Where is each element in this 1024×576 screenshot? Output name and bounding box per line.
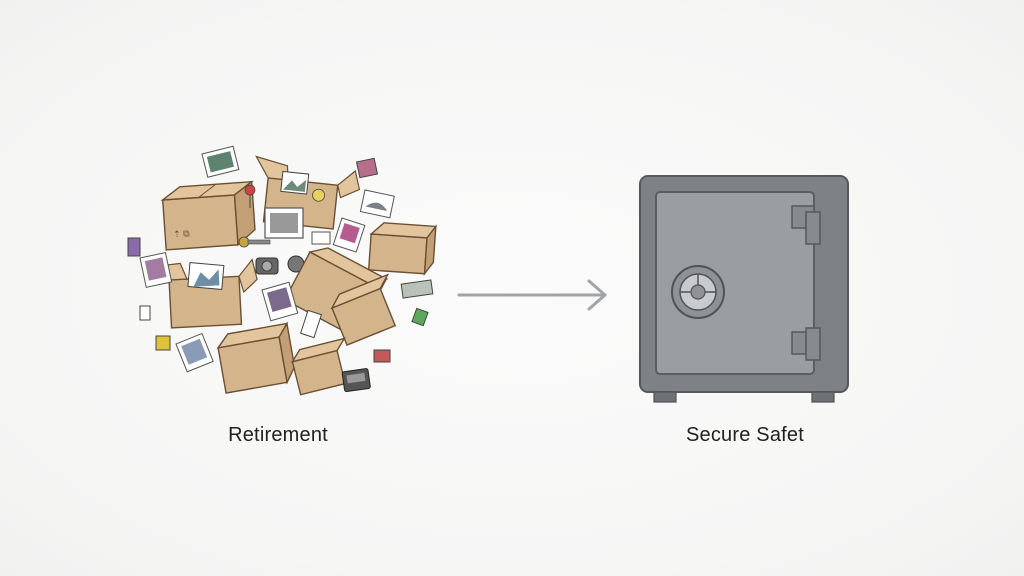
cardboard-box [290, 337, 347, 396]
photo-card [359, 189, 395, 219]
safe-foot [811, 391, 835, 403]
cardboard-box: ⇡ ⧉ [160, 180, 256, 251]
camera-icon [255, 257, 279, 275]
small-card [155, 335, 171, 351]
small-card [355, 157, 379, 179]
cardboard-box [367, 222, 438, 277]
phone-icon [300, 309, 322, 339]
small-card [139, 305, 151, 321]
safe-hinge [791, 327, 821, 361]
safe-foot [653, 391, 677, 403]
source-label: Retirement [228, 424, 328, 446]
svg-text:⇡ ⧉: ⇡ ⧉ [173, 228, 191, 239]
safe-hinge [791, 205, 821, 245]
dial-icon [671, 265, 725, 319]
right-arrow-icon [457, 279, 607, 311]
radio-icon [341, 368, 371, 393]
photo-card [332, 217, 366, 253]
target-label: Secure Safet [685, 424, 805, 446]
small-card [411, 307, 429, 327]
safe-icon [639, 175, 849, 403]
cardboard-box [330, 273, 397, 346]
keys-icon [238, 236, 271, 248]
photo-card [139, 252, 173, 288]
open-cardboard-box [150, 258, 258, 329]
photo-card [175, 332, 214, 373]
pin-icon [244, 184, 256, 196]
photo-card [201, 145, 240, 178]
safe-door [655, 191, 815, 375]
small-card [311, 231, 331, 245]
phone-icon [127, 237, 141, 257]
cardboard-box [216, 321, 296, 394]
small-card [373, 349, 391, 363]
photo-card [261, 281, 299, 322]
pile-of-boxes-and-belongings-icon: ⇡ ⧉ [127, 145, 438, 396]
small-card [400, 279, 434, 299]
framed-picture [264, 207, 304, 239]
